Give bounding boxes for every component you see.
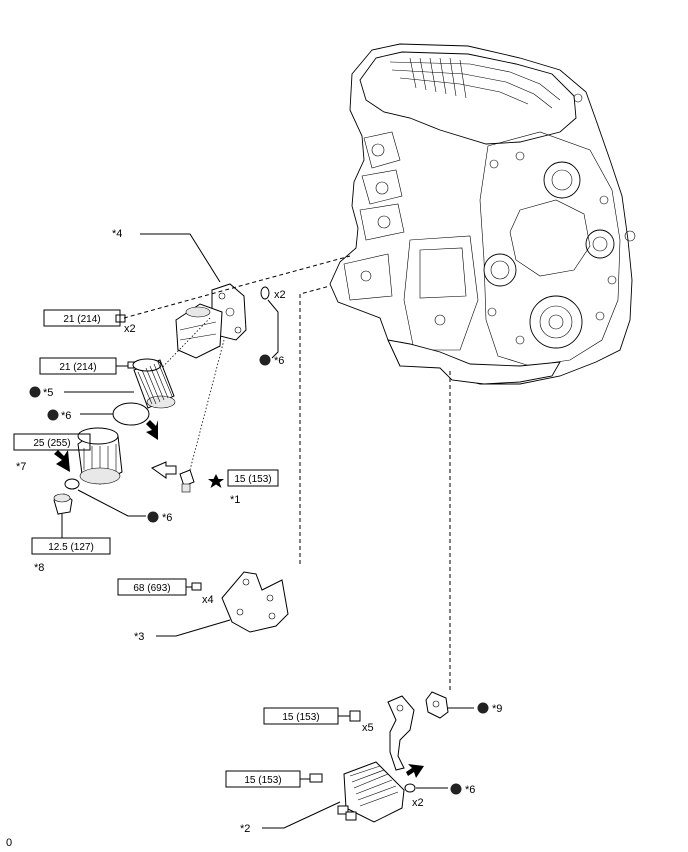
qty-top-bolt: x2 bbox=[124, 323, 136, 335]
mounting-bracket bbox=[221, 571, 289, 633]
callout-6d: *6 bbox=[465, 784, 475, 796]
leader-c3 bbox=[156, 619, 231, 637]
non-reusable-dot-icon bbox=[47, 409, 59, 421]
arrow-icon bbox=[54, 450, 70, 472]
oil-filter-bracket bbox=[115, 283, 247, 359]
torque-box-bolt-top bbox=[43, 309, 121, 327]
oil-pressure-switch bbox=[179, 469, 195, 493]
engine-block bbox=[329, 43, 636, 385]
callout-1: *1 bbox=[230, 494, 240, 506]
non-reusable-dot-icon bbox=[450, 783, 462, 795]
guide-line-bracket bbox=[299, 285, 331, 564]
torque-bolt-top: 21 (214) bbox=[63, 314, 100, 325]
arrow-icon bbox=[406, 764, 424, 778]
torque-nut: 15 (153) bbox=[282, 712, 319, 723]
non-reusable-dot-icon bbox=[29, 386, 41, 398]
callout-6a: *6 bbox=[274, 355, 284, 367]
guide-line-filter bbox=[149, 317, 211, 381]
torque-box-switch bbox=[227, 469, 279, 487]
callout-7: *7 bbox=[16, 461, 26, 473]
torque-bracket: 68 (693) bbox=[133, 583, 170, 594]
drain-plug bbox=[53, 493, 73, 515]
oil-filter-element bbox=[132, 358, 176, 409]
nut-icon bbox=[349, 710, 361, 722]
non-reusable-dot-icon bbox=[147, 511, 159, 523]
torque-cooler: 15 (153) bbox=[244, 775, 281, 786]
leader-c4 bbox=[140, 233, 221, 283]
outline-arrow-icon bbox=[150, 461, 177, 479]
qty-bracket: x4 bbox=[202, 594, 214, 606]
qty-nuts: x5 bbox=[362, 722, 374, 734]
bolt-icon bbox=[309, 773, 323, 783]
qty-oring-top: x2 bbox=[274, 289, 286, 301]
callout-9: *9 bbox=[492, 703, 502, 715]
torque-housing: 21 (214) bbox=[59, 362, 96, 373]
callout-8: *8 bbox=[34, 562, 44, 574]
bolt-icon bbox=[191, 582, 202, 591]
torque-box-cap bbox=[13, 433, 91, 451]
o-ring-drain bbox=[64, 478, 80, 490]
qty-oring-bottom: x2 bbox=[412, 797, 424, 809]
corner-mark: 0 bbox=[6, 837, 12, 849]
leader-c6a bbox=[267, 299, 279, 359]
leader-c2 bbox=[262, 801, 341, 829]
callout-6b: *6 bbox=[61, 410, 71, 422]
o-ring-top bbox=[260, 286, 270, 300]
callout-2: *2 bbox=[240, 823, 250, 835]
non-reusable-dot-icon bbox=[477, 702, 489, 714]
callout-5: *5 bbox=[43, 387, 53, 399]
callout-6c: *6 bbox=[162, 512, 172, 524]
guide-line-switch bbox=[189, 339, 225, 471]
non-reusable-dot-icon bbox=[259, 354, 271, 366]
torque-switch: 15 (153) bbox=[234, 474, 271, 485]
o-ring-cooler bbox=[404, 783, 416, 793]
arrow-icon bbox=[146, 420, 158, 440]
callout-4: *4 bbox=[112, 228, 122, 240]
torque-box-plug bbox=[31, 537, 111, 555]
callout-3: *3 bbox=[134, 631, 144, 643]
guide-line-top bbox=[123, 255, 351, 319]
torque-cap: 25 (255) bbox=[33, 438, 70, 449]
oil-cooler bbox=[337, 695, 415, 823]
oil-filter-cap bbox=[77, 427, 123, 485]
gasket bbox=[425, 691, 449, 719]
torque-plug: 12.5 (127) bbox=[48, 542, 94, 553]
leader-c6c bbox=[77, 489, 146, 517]
o-ring-filter bbox=[112, 402, 150, 426]
star-icon bbox=[208, 474, 224, 488]
